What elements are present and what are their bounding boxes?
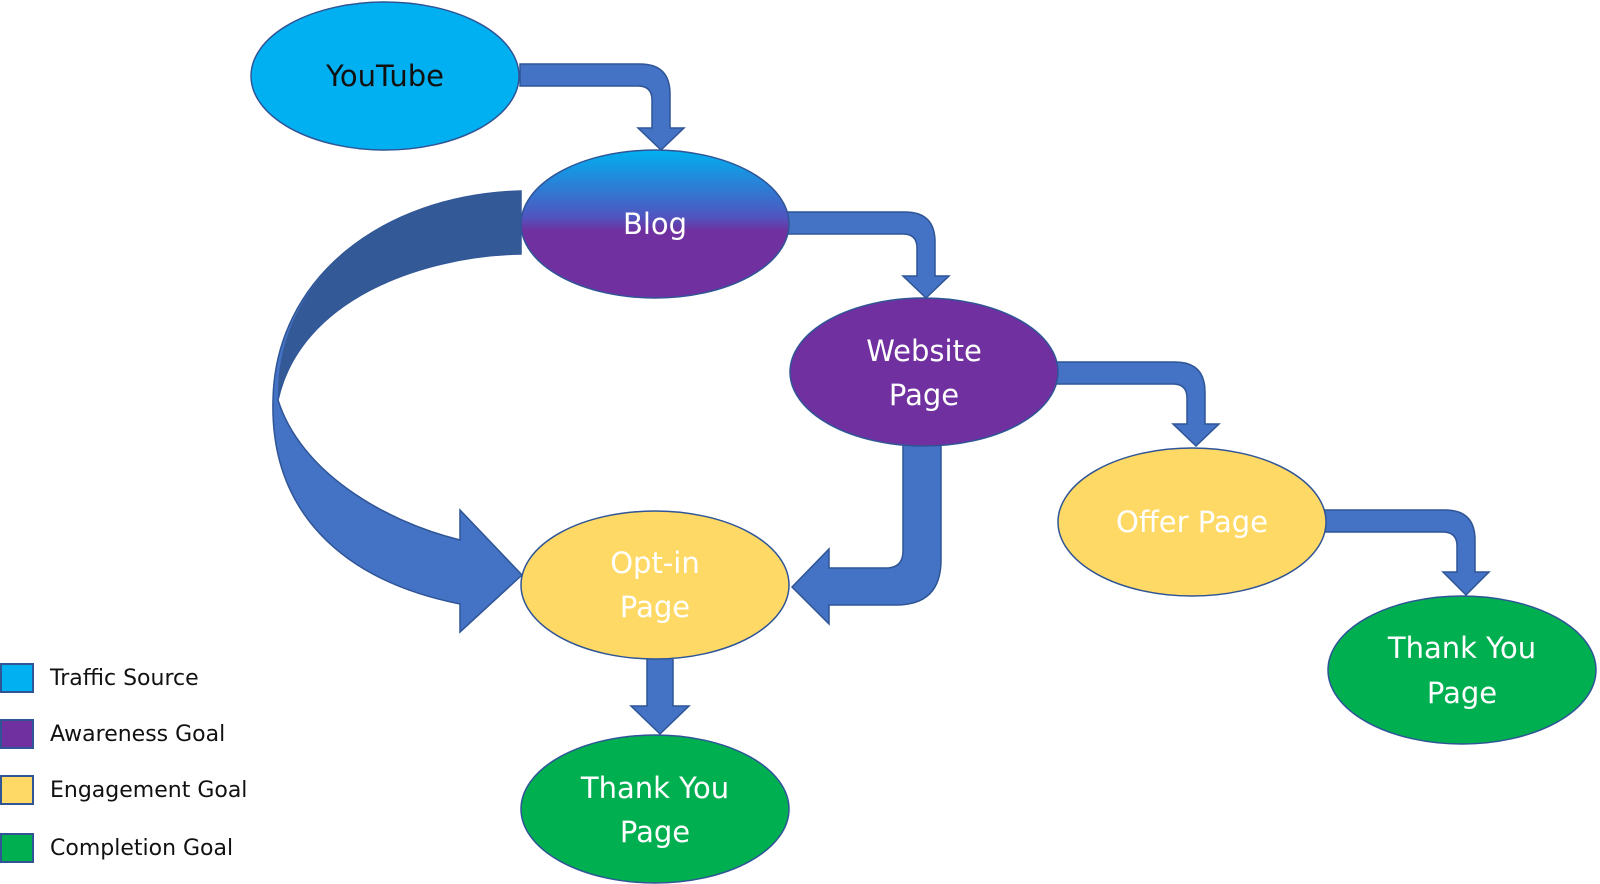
node-optin-label-line2: Page [620,590,690,624]
legend-label: Engagement Goal [50,777,248,803]
node-blog[interactable]: Blog [520,149,790,299]
arrow-optin-to-thankyou [629,656,691,736]
node-youtube-label: YouTube [325,59,444,93]
legend-label: Traffic Source [50,665,199,691]
legend-label: Completion Goal [50,835,234,861]
arrow-youtube-to-blog [519,63,686,152]
legend-item-awareness-goal: Awareness Goal [0,716,225,752]
node-thankyou-right-line2: Page [1427,676,1497,710]
legend-swatch-traffic-source [0,663,34,693]
node-website-page[interactable]: Website Page [789,297,1059,447]
legend-swatch-completion-goal [0,833,34,863]
node-thankyou-right[interactable]: Thank You Page [1327,595,1597,745]
arrow-website-to-optin [790,439,942,626]
node-website-label-line1: Website [866,334,982,368]
node-youtube[interactable]: YouTube [250,1,520,151]
legend-item-engagement-goal: Engagement Goal [0,772,247,808]
legend-swatch-engagement-goal [0,775,34,805]
arrow-blog-to-website [784,211,951,300]
node-website-label-line2: Page [889,378,959,412]
node-blog-label: Blog [623,207,687,241]
node-thankyou-left-line1: Thank You [580,771,729,805]
node-optin-page[interactable]: Opt-in Page [520,510,790,660]
legend-label: Awareness Goal [50,721,226,747]
legend-item-traffic-source: Traffic Source [0,660,199,696]
arrow-website-to-offer [1054,361,1221,448]
node-offer-label: Offer Page [1116,505,1268,539]
node-offer-page[interactable]: Offer Page [1057,447,1327,597]
node-thankyou-left[interactable]: Thank You Page [520,734,790,884]
arrow-blog-to-optin-shadow [277,191,521,400]
arrow-offer-to-thankyou [1324,509,1491,597]
legend-item-completion-goal: Completion Goal [0,830,233,866]
node-thankyou-right-line1: Thank You [1387,631,1536,665]
node-optin-label-line1: Opt-in [610,546,700,580]
node-thankyou-left-line2: Page [620,815,690,849]
legend-swatch-awareness-goal [0,719,34,749]
